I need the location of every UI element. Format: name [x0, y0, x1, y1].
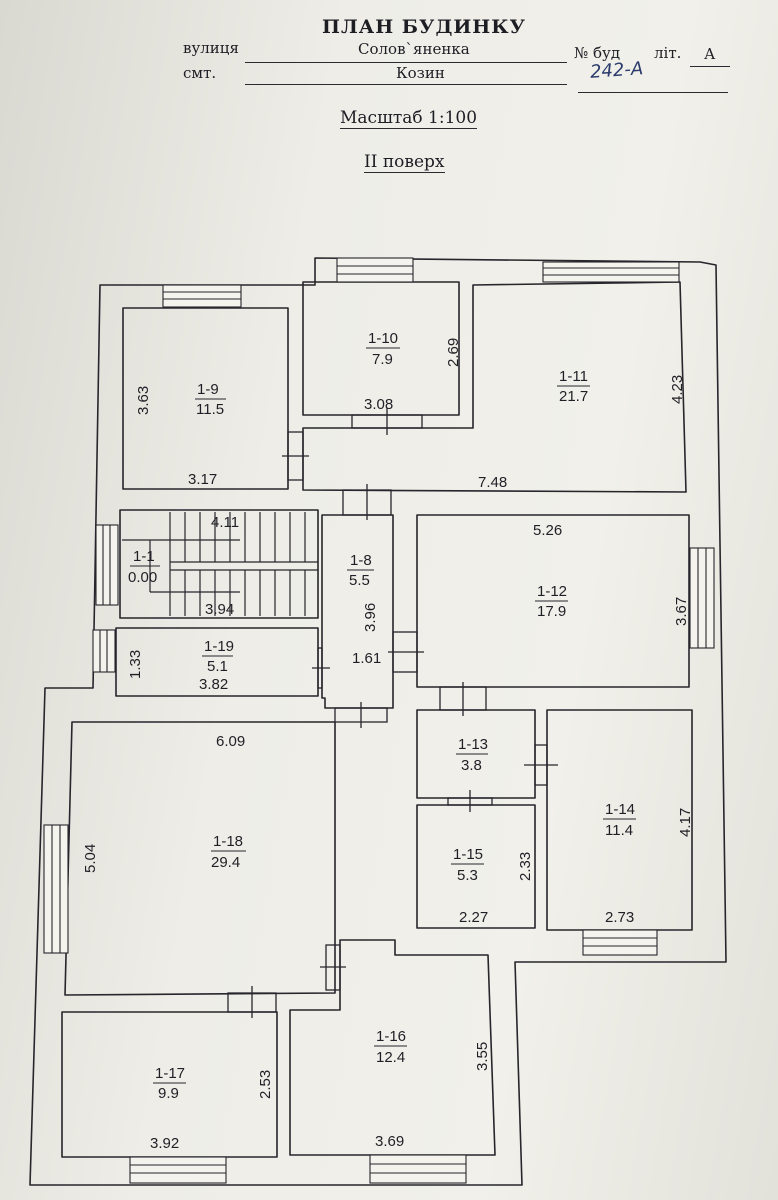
door-1-16 — [320, 944, 346, 991]
door-corridor-top — [342, 484, 392, 520]
letter-value: А — [704, 45, 716, 63]
room-1-8-width: 1.61 — [352, 650, 381, 667]
staircase-steps — [122, 512, 318, 616]
room-1-14-width: 2.73 — [605, 909, 634, 926]
room-1-13-number: 1-13 — [458, 736, 488, 753]
door-1-10 — [351, 408, 423, 435]
door-1-19 — [312, 647, 330, 689]
room-1-17-area: 9.9 — [158, 1085, 179, 1102]
room-1-11-outline — [302, 281, 687, 493]
window-room-1-14 — [582, 929, 658, 956]
letter-label: літ. — [654, 44, 682, 62]
room-1-17-number: 1-17 — [155, 1065, 185, 1082]
room-1-14-depth: 4.17 — [677, 808, 694, 837]
room-1-14-outline — [546, 709, 693, 931]
window-room-1-11 — [542, 261, 680, 283]
room-1-9-number: 1-9 — [197, 381, 219, 398]
room-1-12-width: 5.26 — [533, 522, 562, 539]
window-room-1-16 — [369, 1154, 467, 1184]
room-1-17-width: 3.92 — [150, 1135, 179, 1152]
window-room-1-17 — [129, 1156, 227, 1184]
plan-title: ПЛАН БУДИНКУ — [322, 16, 526, 38]
room-1-10-number: 1-10 — [368, 330, 398, 347]
room-1-1-number: 1-1 — [133, 548, 155, 565]
room-1-17-depth: 2.53 — [257, 1070, 274, 1099]
settlement-label: смт. — [183, 64, 217, 82]
door-1-15 — [447, 790, 493, 812]
room-1-10-depth: 2.69 — [445, 338, 462, 367]
room-1-1-area: 0.00 — [128, 569, 157, 586]
window-room-1-10 — [336, 257, 414, 283]
room-1-15-area: 5.3 — [457, 867, 478, 884]
door-1-12 — [388, 631, 424, 673]
room-1-19-depth: 1.33 — [127, 650, 144, 679]
room-1-14-number: 1-14 — [605, 801, 635, 818]
doors — [227, 408, 558, 1018]
door-1-14 — [524, 744, 558, 786]
room-1-12-number: 1-12 — [537, 583, 567, 600]
room-1-1-outline — [119, 509, 319, 619]
room-1-10-width: 3.08 — [364, 396, 393, 413]
room-1-18-area: 29.4 — [211, 854, 240, 871]
letter-underline — [690, 66, 730, 67]
room-1-10-area: 7.9 — [372, 351, 393, 368]
room-1-16-number: 1-16 — [376, 1028, 406, 1045]
room-1-9-width: 3.17 — [188, 471, 217, 488]
floor-label: II поверх — [364, 152, 445, 173]
room-1-12-area: 17.9 — [537, 603, 566, 620]
windows — [43, 257, 715, 1184]
street-value: Солов`яненка — [358, 40, 470, 58]
window-room-1-18 — [43, 824, 69, 954]
room-1-11-depth: 4.23 — [669, 375, 686, 404]
room-1-19-area: 5.1 — [207, 658, 228, 675]
room-1-15-depth: 2.33 — [517, 852, 534, 881]
room-1-11-width: 7.48 — [478, 474, 507, 491]
door-1-9 — [282, 431, 309, 481]
room-1-9-outline — [122, 307, 289, 490]
room-1-12-depth: 3.67 — [673, 597, 690, 626]
room-1-11-number: 1-11 — [559, 368, 588, 385]
door-1-13 — [439, 682, 487, 716]
street-underline — [245, 62, 567, 63]
room-1-8-outline — [321, 514, 394, 709]
room-1-9-area: 11.5 — [196, 401, 224, 418]
window-room-1-12 — [689, 547, 715, 649]
door-1-17 — [227, 986, 277, 1018]
room-1-12-outline — [416, 514, 690, 688]
building-number-label: № буд — [574, 44, 621, 62]
settlement-value: Козин — [396, 64, 445, 82]
room-1-19-number: 1-19 — [204, 638, 234, 655]
room-1-14-area: 11.4 — [605, 822, 633, 839]
settlement-underline — [245, 84, 567, 85]
window-room-1-19 — [92, 629, 116, 673]
window-room-1-9 — [162, 284, 242, 308]
room-1-9-height: 3.63 — [135, 386, 152, 415]
room-1-8-number: 1-8 — [350, 552, 372, 569]
room-1-11-area: 21.7 — [559, 388, 588, 405]
room-1-18-outline — [64, 721, 336, 996]
room-1-8-length: 3.96 — [362, 603, 379, 632]
building-number-underline — [578, 92, 728, 93]
room-1-18-width: 6.09 — [216, 733, 245, 750]
street-label: вулиця — [183, 39, 239, 57]
room-1-16-depth: 3.55 — [474, 1042, 491, 1071]
outer-wall-outline — [29, 257, 727, 1186]
room-1-13-area: 3.8 — [461, 757, 482, 774]
room-1-16-width: 3.69 — [375, 1133, 404, 1150]
room-1-15-width: 2.27 — [459, 909, 488, 926]
room-1-16-outline — [289, 939, 496, 1156]
room-1-16-area: 12.4 — [376, 1049, 405, 1066]
room-1-1-bottom-dim: 3.94 — [205, 601, 234, 618]
scale-label: Масштаб 1:100 — [340, 108, 478, 129]
door-1-18-corridor — [334, 702, 388, 728]
room-1-18-depth: 5.04 — [82, 844, 99, 873]
room-1-1-top-dim: 4.11 — [211, 514, 239, 531]
window-staircase — [95, 524, 119, 606]
room-1-18-number: 1-18 — [213, 833, 243, 850]
room-1-15-number: 1-15 — [453, 846, 483, 863]
room-1-19-width: 3.82 — [199, 676, 228, 693]
room-1-8-area: 5.5 — [349, 572, 370, 589]
